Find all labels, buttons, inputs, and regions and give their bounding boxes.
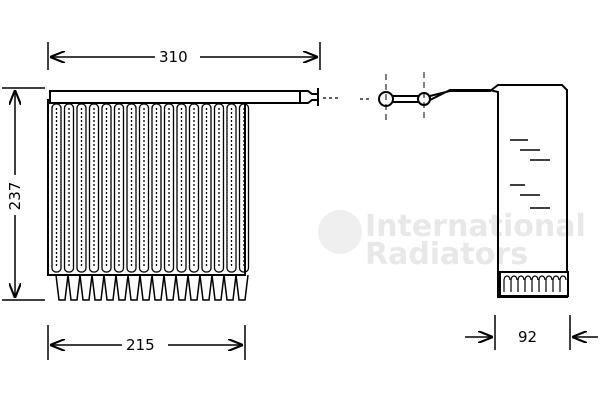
watermark-line1: International [365,209,586,244]
dimension-310: 310 [159,48,188,66]
front-view [47,88,340,301]
dimension-237: 237 [6,182,24,211]
watermark: International Radiators [318,209,586,272]
dimension-215: 215 [126,336,155,354]
side-view [360,72,569,298]
dimension-92: 92 [518,328,537,346]
watermark-line2: Radiators [365,237,528,272]
dimension-lines [2,42,598,360]
